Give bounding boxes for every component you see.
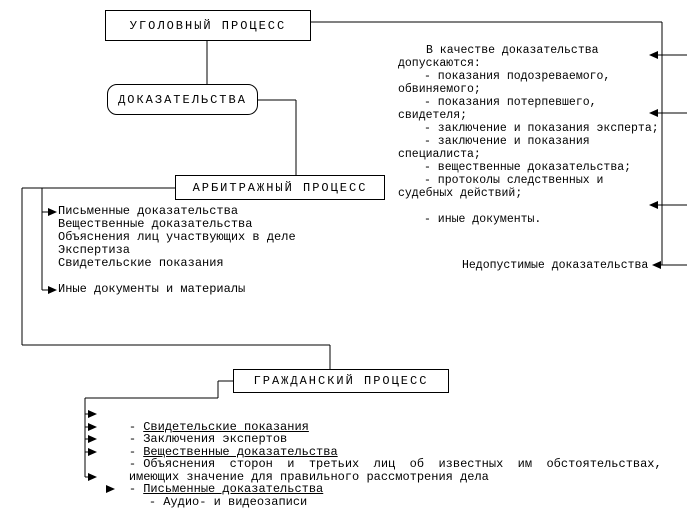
arrow-civil-item-3 xyxy=(85,435,97,443)
arrow-admissible-3 xyxy=(649,201,687,209)
list-item: - Свидетельские показания xyxy=(100,408,662,433)
list-item: Свидетельские показания xyxy=(58,256,224,270)
list-item: Экспертиза xyxy=(58,243,131,257)
box-civil-process: ГРАЖДАНСКИЙ ПРОЦЕСС xyxy=(233,369,449,393)
list-item: Вещественные доказательства xyxy=(58,217,253,231)
list-item: - Объяснения сторон и третьих лиц об изв… xyxy=(100,446,662,471)
text-line: судебных действий; xyxy=(398,187,523,200)
item-dash: - xyxy=(128,432,144,446)
list-item: - Вещественные доказательства xyxy=(100,433,662,458)
item-text: Объяснения сторон и третьих лиц об извес… xyxy=(143,457,662,471)
box-evidence: ДОКАЗАТЕЛЬСТВА xyxy=(107,84,258,115)
box-evidence-label: ДОКАЗАТЕЛЬСТВА xyxy=(118,92,247,107)
item-text: Вещественные доказательства xyxy=(143,444,338,459)
criminal-evidence-text: В качестве доказательства допускаются: -… xyxy=(398,44,678,226)
list-item: - Заключения экспертов xyxy=(100,421,662,446)
inadmissible-evidence-label: Недопустимые доказательства xyxy=(462,259,649,272)
text-line: допускаются: xyxy=(398,57,481,70)
arrow-arbitration-item-first xyxy=(42,208,57,216)
item-text: Письменные доказательства xyxy=(143,482,324,496)
text-line: - заключение и показания xyxy=(424,135,590,148)
text-line: специалиста; xyxy=(398,148,481,161)
arrow-admissible-2 xyxy=(649,109,687,117)
item-text: имеющих значение для правильного рассмот… xyxy=(128,469,489,484)
item-dash: - xyxy=(128,457,144,471)
arrow-civil-item-2 xyxy=(85,423,97,431)
text-line: свидетеля; xyxy=(398,109,468,122)
arrow-civil-item-1 xyxy=(85,410,97,418)
item-text: Заключения экспертов xyxy=(143,432,288,446)
text-line: - заключение и показания эксперта; xyxy=(424,122,659,135)
box-criminal-process: УГОЛОВНЫЙ ПРОЦЕСС xyxy=(105,10,311,41)
civil-evidence-list: - Свидетельские показания - Заключения э… xyxy=(100,408,662,508)
text-line: В качестве доказательства xyxy=(426,44,599,57)
text-line: - вещественные доказательства; xyxy=(424,161,632,174)
box-arbitration-process: АРБИТРАЖНЫЙ ПРОЦЕСС xyxy=(175,175,385,200)
connector-lines xyxy=(21,21,687,493)
arrow-arbitration-item-last xyxy=(42,286,57,294)
arrow-inadmissible xyxy=(652,261,687,269)
box-arbitration-process-label: АРБИТРАЖНЫЙ ПРОЦЕСС xyxy=(192,180,368,195)
arrow-civil-item-4 xyxy=(85,448,97,456)
arrow-civil-item-6 xyxy=(85,473,97,481)
text-line: - показания подозреваемого, xyxy=(424,70,611,83)
box-civil-process-label: ГРАЖДАНСКИЙ ПРОЦЕСС xyxy=(253,374,429,388)
list-item: - Письменные доказательства xyxy=(100,471,662,496)
box-criminal-process-label: УГОЛОВНЫЙ ПРОЦЕСС xyxy=(129,18,287,33)
arrow-civil-item-audio xyxy=(106,485,115,493)
item-dash: - xyxy=(128,482,144,496)
list-item-continuation: имеющих значение для правильного рассмот… xyxy=(100,458,662,483)
item-dash: - xyxy=(128,419,144,434)
text-line-blank xyxy=(398,200,678,213)
text-line: обвиняемого; xyxy=(398,83,481,96)
text-line: - протоколы следственных и xyxy=(424,174,604,187)
list-item: Письменные доказательства xyxy=(58,204,239,218)
item-dash: - xyxy=(128,444,144,459)
text-line: - иные документы. xyxy=(424,213,542,226)
text-line: - показания потерпевшего, xyxy=(424,96,597,109)
list-item: Объяснения лиц участвующих в деле xyxy=(58,230,296,244)
list-item: Иные документы и материалы xyxy=(58,282,246,296)
item-text: Свидетельские показания xyxy=(143,419,309,434)
arrow-admissible-1 xyxy=(649,51,687,59)
arbitration-evidence-list: Письменные доказательства Вещественные д… xyxy=(58,205,296,296)
